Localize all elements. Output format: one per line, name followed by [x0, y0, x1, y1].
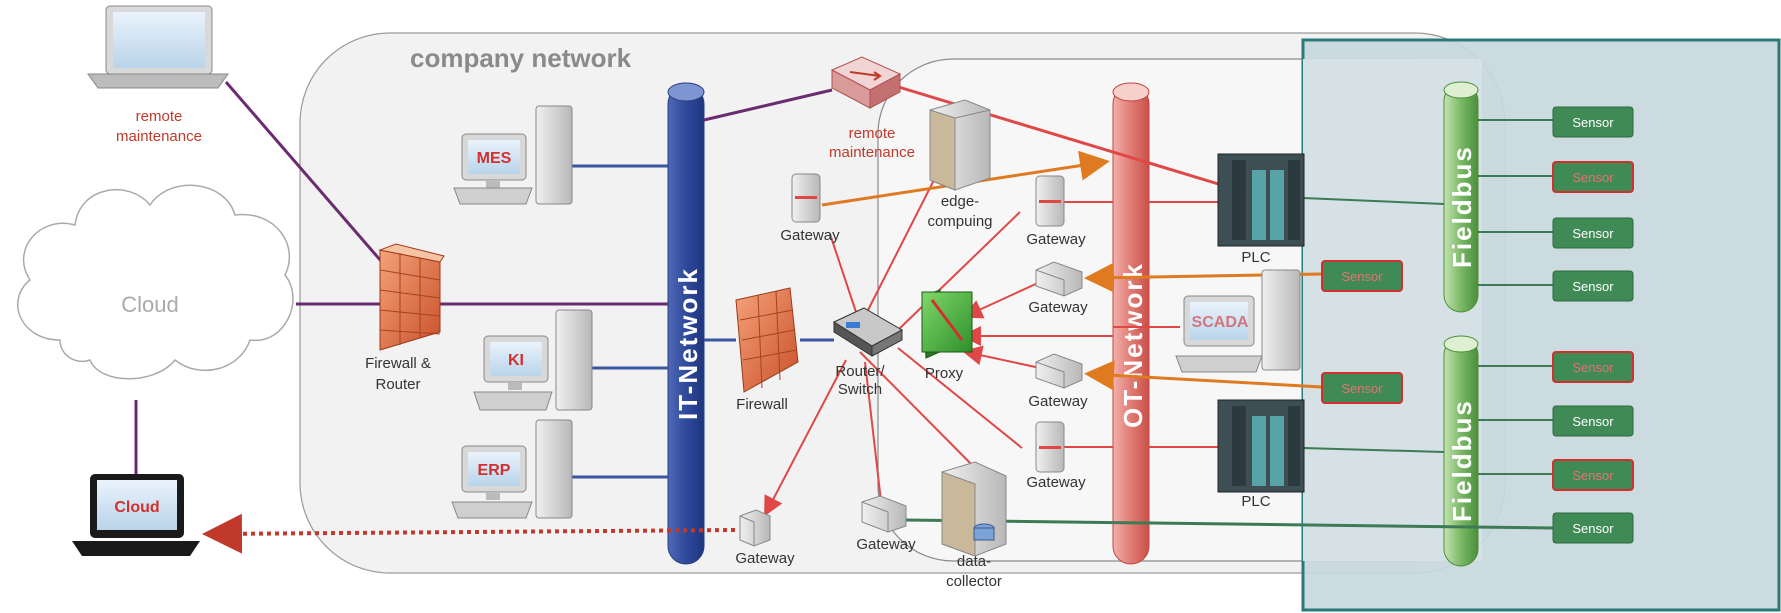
fieldbus-2-sensor-3: Sensor: [1552, 459, 1634, 491]
firewall-router-label-2: Router: [375, 376, 420, 393]
ot-sensor-2: Sensor: [1321, 372, 1403, 404]
cloud-icon: [17, 184, 294, 380]
router-switch-label-2: Switch: [838, 381, 882, 398]
data-collector-label-2: collector: [946, 573, 1002, 590]
fieldbus-2-sensor-3-label: Sensor: [1572, 468, 1614, 483]
fieldbus-1-sensor-3: Sensor: [1552, 217, 1634, 249]
mes-label: MES: [477, 150, 512, 167]
edge-computing-label-2: compuing: [927, 213, 992, 230]
remote-maintenance-router-icon: [830, 56, 902, 109]
ot-network-bus: OT-Network: [1112, 82, 1150, 565]
plc-top-label: PLC: [1241, 249, 1270, 266]
fieldbus-1-sensor-4: Sensor: [1552, 270, 1634, 302]
fieldbus-bottom: Fieldbus: [1443, 335, 1479, 567]
data-collector-icon: [941, 461, 1007, 557]
fieldbus-1-sensor-2: Sensor: [1552, 161, 1634, 193]
company-network-label: company network: [410, 43, 632, 73]
gateway-bottom-mid-icon: [861, 495, 907, 533]
fieldbus-2-sensor-2: Sensor: [1552, 405, 1634, 437]
remote-maintenance-router-label-1: remote: [849, 125, 896, 142]
ot-gateway-3-icon: [1035, 353, 1083, 389]
ot-network-label: OT-Network: [1118, 262, 1148, 428]
mes-workstation-icon: [453, 105, 573, 205]
ot-gateway-3-label: Gateway: [1028, 393, 1088, 410]
cloud-laptop-icon: [72, 474, 200, 556]
gateway-top-icon: [791, 173, 821, 223]
gateway-bottom-left-label: Gateway: [735, 550, 795, 567]
firewall-label: Firewall: [736, 396, 788, 413]
remote-maintenance-router-label-2: maintenance: [829, 144, 915, 161]
gateway-bottom-mid-label: Gateway: [856, 536, 916, 553]
fieldbus-2-sensor-1: Sensor: [1552, 351, 1634, 383]
fieldbus-top: Fieldbus: [1443, 81, 1479, 313]
edge-computing-server-icon: [929, 99, 991, 191]
ot-gateway-4-icon: [1035, 421, 1065, 473]
plc-top-icon: [1217, 153, 1305, 247]
fieldbus-bottom-label: Fieldbus: [1447, 399, 1477, 522]
ot-gateway-1-label: Gateway: [1026, 231, 1086, 248]
ot-sensor-2-label: Sensor: [1341, 381, 1383, 396]
fieldbus-2-sensor-2-label: Sensor: [1572, 414, 1614, 429]
fieldbus-1-sensor-1: Sensor: [1552, 106, 1634, 138]
ki-workstation-icon: [473, 309, 593, 411]
router-switch-label-1: Router/: [835, 363, 885, 380]
erp-workstation-icon: [451, 419, 573, 519]
edge-computing-label-1: edge-: [941, 193, 979, 210]
ot-gateway-4-label: Gateway: [1026, 474, 1086, 491]
firewall-icon: [735, 287, 799, 393]
cloud-label: Cloud: [121, 292, 178, 317]
plc-bottom-icon: [1217, 399, 1305, 493]
ot-gateway-2-label: Gateway: [1028, 299, 1088, 316]
fieldbus-1-sensor-3-label: Sensor: [1572, 226, 1614, 241]
fieldbus-2-sensor-4-label: Sensor: [1572, 521, 1614, 536]
scada-label: SCADA: [1192, 314, 1249, 331]
connections: [134, 81, 1554, 554]
fieldbus-1-sensor-2-label: Sensor: [1572, 170, 1614, 185]
fieldbus-1-sensor-1-label: Sensor: [1572, 115, 1614, 130]
firewall-router-icon: [378, 243, 445, 351]
proxy-icon: [921, 289, 973, 359]
firewall-router-label-1: Firewall &: [365, 355, 431, 372]
remote-maintenance-label-2: maintenance: [116, 128, 202, 145]
proxy-label: Proxy: [925, 365, 964, 382]
it-network-bus: IT-Network: [667, 82, 705, 565]
plc-bottom-label: PLC: [1241, 493, 1270, 510]
fieldbus-1-sensor-4-label: Sensor: [1572, 279, 1614, 294]
ot-sensor-1: Sensor: [1321, 260, 1403, 292]
ki-label: KI: [508, 352, 524, 369]
data-collector-label-1: data-: [957, 553, 991, 570]
ot-gateway-1-icon: [1035, 175, 1065, 227]
cloud-laptop-label: Cloud: [114, 499, 159, 516]
fieldbus-top-label: Fieldbus: [1447, 145, 1477, 268]
ot-sensor-1-label: Sensor: [1341, 269, 1383, 284]
ot-gateway-2-icon: [1035, 261, 1083, 297]
remote-maintenance-laptop-icon: [87, 5, 229, 89]
gateway-top-label: Gateway: [780, 227, 840, 244]
fieldbus-2-sensor-4: Sensor: [1552, 512, 1634, 544]
erp-label: ERP: [478, 462, 511, 479]
fieldbus-2-sensor-1-label: Sensor: [1572, 360, 1614, 375]
remote-maintenance-label-1: remote: [136, 108, 183, 125]
scada-workstation-icon: [1175, 269, 1301, 373]
it-network-label: IT-Network: [673, 267, 703, 420]
router-switch-icon: [832, 307, 904, 357]
gateway-bottom-left-icon: [739, 509, 771, 547]
